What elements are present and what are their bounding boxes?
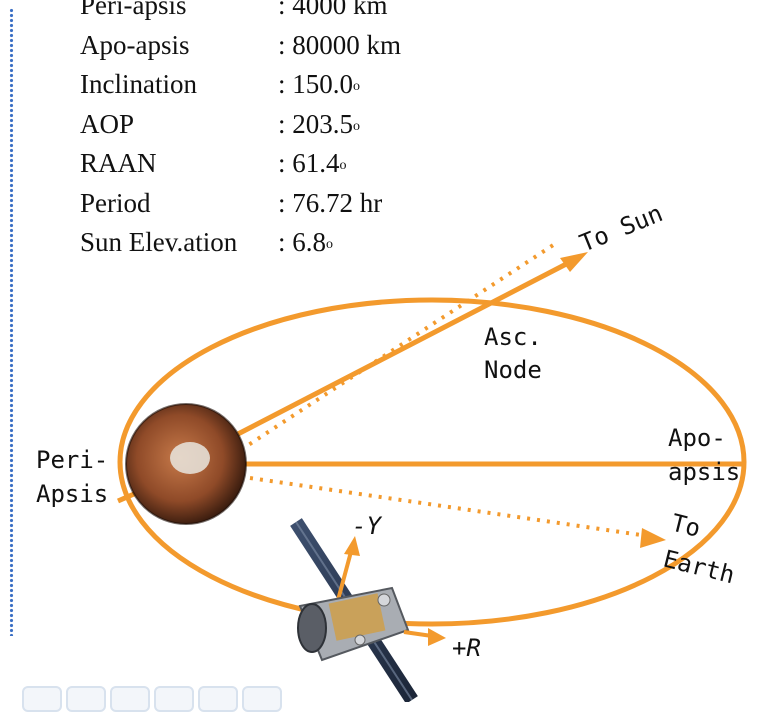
plus-r-arrowhead (428, 628, 446, 646)
param-row-aop: AOP : 203.5o (80, 105, 401, 145)
param-value-with-degree: : 6.8o (278, 223, 333, 263)
param-label: RAAN (80, 148, 157, 178)
asc-node-label-line2: Node (484, 356, 542, 384)
param-value: : 6.8 (278, 227, 327, 257)
faded-tile-strip (0, 680, 300, 712)
periapsis-label-line2: Apsis (36, 480, 108, 508)
degree-symbol: o (326, 237, 334, 252)
apoapsis-label-line2: apsis (668, 458, 740, 486)
asc-node-label-line1: Asc. (484, 323, 542, 351)
earth-direction-dotted-line (249, 476, 649, 538)
to-sun-label: To Sun (576, 199, 667, 257)
faded-tile (22, 686, 62, 712)
dotted-margin-border (9, 8, 14, 636)
spacecraft (297, 586, 410, 662)
periapsis-label-line1: Peri- (36, 446, 108, 474)
param-value: : 61.4 (278, 148, 340, 178)
planet-polar-cap (170, 442, 210, 474)
param-value: : 203.5 (278, 108, 354, 139)
minus-y-axis (336, 547, 354, 601)
param-value-with-degree: : 203.5o (278, 105, 360, 145)
to-earth-label-line2: Earth (661, 545, 738, 590)
param-label: Peri-apsis (80, 0, 187, 20)
to-earth-label-line1: To (669, 509, 704, 543)
param-label: AOP (80, 108, 135, 139)
minus-y-arrowhead (344, 536, 360, 556)
faded-tile (154, 686, 194, 712)
param-label: Period (80, 187, 151, 218)
faded-tile (198, 686, 238, 712)
degree-symbol: o (353, 118, 361, 134)
apoapsis-label-line1: Apo- (668, 424, 726, 452)
param-row-apoapsis: Apo-apsis : 80000 km (80, 26, 401, 66)
param-label: Inclination (80, 69, 197, 99)
param-value: : 150.0 (278, 69, 354, 99)
param-row-sun-elevation: Sun Elev.ation : 6.8o (80, 223, 401, 263)
param-value: : 80000 km (278, 29, 402, 60)
plus-r-label: +R (452, 634, 481, 662)
param-value-with-degree: : 150.0o (278, 65, 360, 105)
param-value-with-degree: : 61.4o (278, 144, 347, 184)
param-row-period: Period : 76.72 hr (80, 184, 401, 224)
param-value: : 76.72 hr (278, 187, 383, 218)
minus-y-label: -Y (352, 512, 382, 540)
param-label: Sun Elev.ation (80, 227, 238, 257)
sun-direction-dotted-line (248, 241, 558, 446)
degree-symbol: o (339, 158, 347, 173)
faded-tile (242, 686, 282, 712)
faded-tile (66, 686, 106, 712)
param-row-raan: RAAN : 61.4o (80, 144, 401, 184)
param-label: Apo-apsis (80, 29, 190, 60)
faded-tile (110, 686, 150, 712)
orbit-parameter-table: Peri-apsis : 4000 km Apo-apsis : 80000 k… (80, 0, 401, 263)
param-row-periapsis: Peri-apsis : 4000 km (80, 0, 401, 26)
node-line (236, 257, 576, 437)
degree-symbol: o (353, 79, 361, 94)
param-value: : 4000 km (278, 0, 388, 20)
param-row-inclination: Inclination : 150.0o (80, 65, 401, 105)
to-sun-arrowhead (560, 252, 588, 272)
to-earth-arrowhead (640, 528, 666, 548)
plus-r-axis (403, 630, 433, 638)
